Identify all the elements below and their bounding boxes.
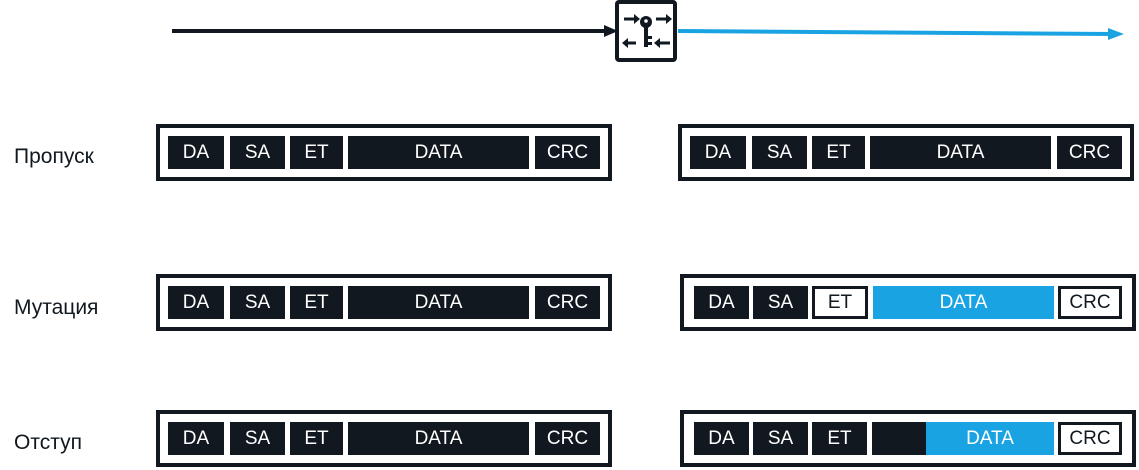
outgoing-line xyxy=(677,29,1113,36)
field-sa: SA xyxy=(752,136,807,169)
switch-with-key-icon xyxy=(615,0,677,62)
field-da: DA xyxy=(690,136,746,169)
input-frame-pass: DA SA ET DATA CRC xyxy=(156,124,612,181)
field-sa: SA xyxy=(753,286,808,319)
field-sa: SA xyxy=(230,286,285,319)
input-frame-offset: DA SA ET DATA CRC xyxy=(156,410,612,467)
field-et: ET xyxy=(812,422,867,455)
outgoing-arrowhead xyxy=(1108,28,1124,40)
field-da: DA xyxy=(168,422,224,455)
field-data: DATA xyxy=(348,136,529,169)
row-label-offset: Отступ xyxy=(14,431,82,454)
field-da: DA xyxy=(694,286,749,319)
row-label-mutation: Мутация xyxy=(14,296,99,319)
field-et-modified: ET xyxy=(812,286,868,319)
field-crc: CRC xyxy=(535,422,600,455)
field-et: ET xyxy=(290,286,343,319)
field-sa: SA xyxy=(230,136,285,169)
output-frame-mutation: DA SA ET DATA CRC xyxy=(680,274,1136,331)
field-et: ET xyxy=(812,136,865,169)
field-data: DATA xyxy=(348,422,529,455)
field-et: ET xyxy=(290,422,343,455)
traffic-flow-line xyxy=(172,0,1124,62)
incoming-arrowhead xyxy=(604,25,618,37)
field-data-modified: DATA xyxy=(873,286,1054,319)
field-et: ET xyxy=(290,136,343,169)
field-data-shifted: DATA xyxy=(872,422,1054,455)
field-crc-modified: CRC xyxy=(1058,286,1122,319)
field-da: DA xyxy=(694,422,749,455)
field-data: DATA xyxy=(870,136,1051,169)
field-data: DATA xyxy=(348,286,529,319)
field-sa: SA xyxy=(753,422,808,455)
output-frame-offset: DA SA ET DATA CRC xyxy=(680,410,1136,467)
row-label-pass: Пропуск xyxy=(14,145,94,168)
field-crc: CRC xyxy=(535,286,600,319)
field-crc: CRC xyxy=(535,136,600,169)
input-frame-mutation: DA SA ET DATA CRC xyxy=(156,274,612,331)
output-frame-pass: DA SA ET DATA CRC xyxy=(678,124,1134,181)
field-sa: SA xyxy=(230,422,285,455)
field-da: DA xyxy=(168,286,224,319)
field-da: DA xyxy=(168,136,224,169)
field-crc: CRC xyxy=(1057,136,1122,169)
field-crc-modified: CRC xyxy=(1058,422,1122,455)
